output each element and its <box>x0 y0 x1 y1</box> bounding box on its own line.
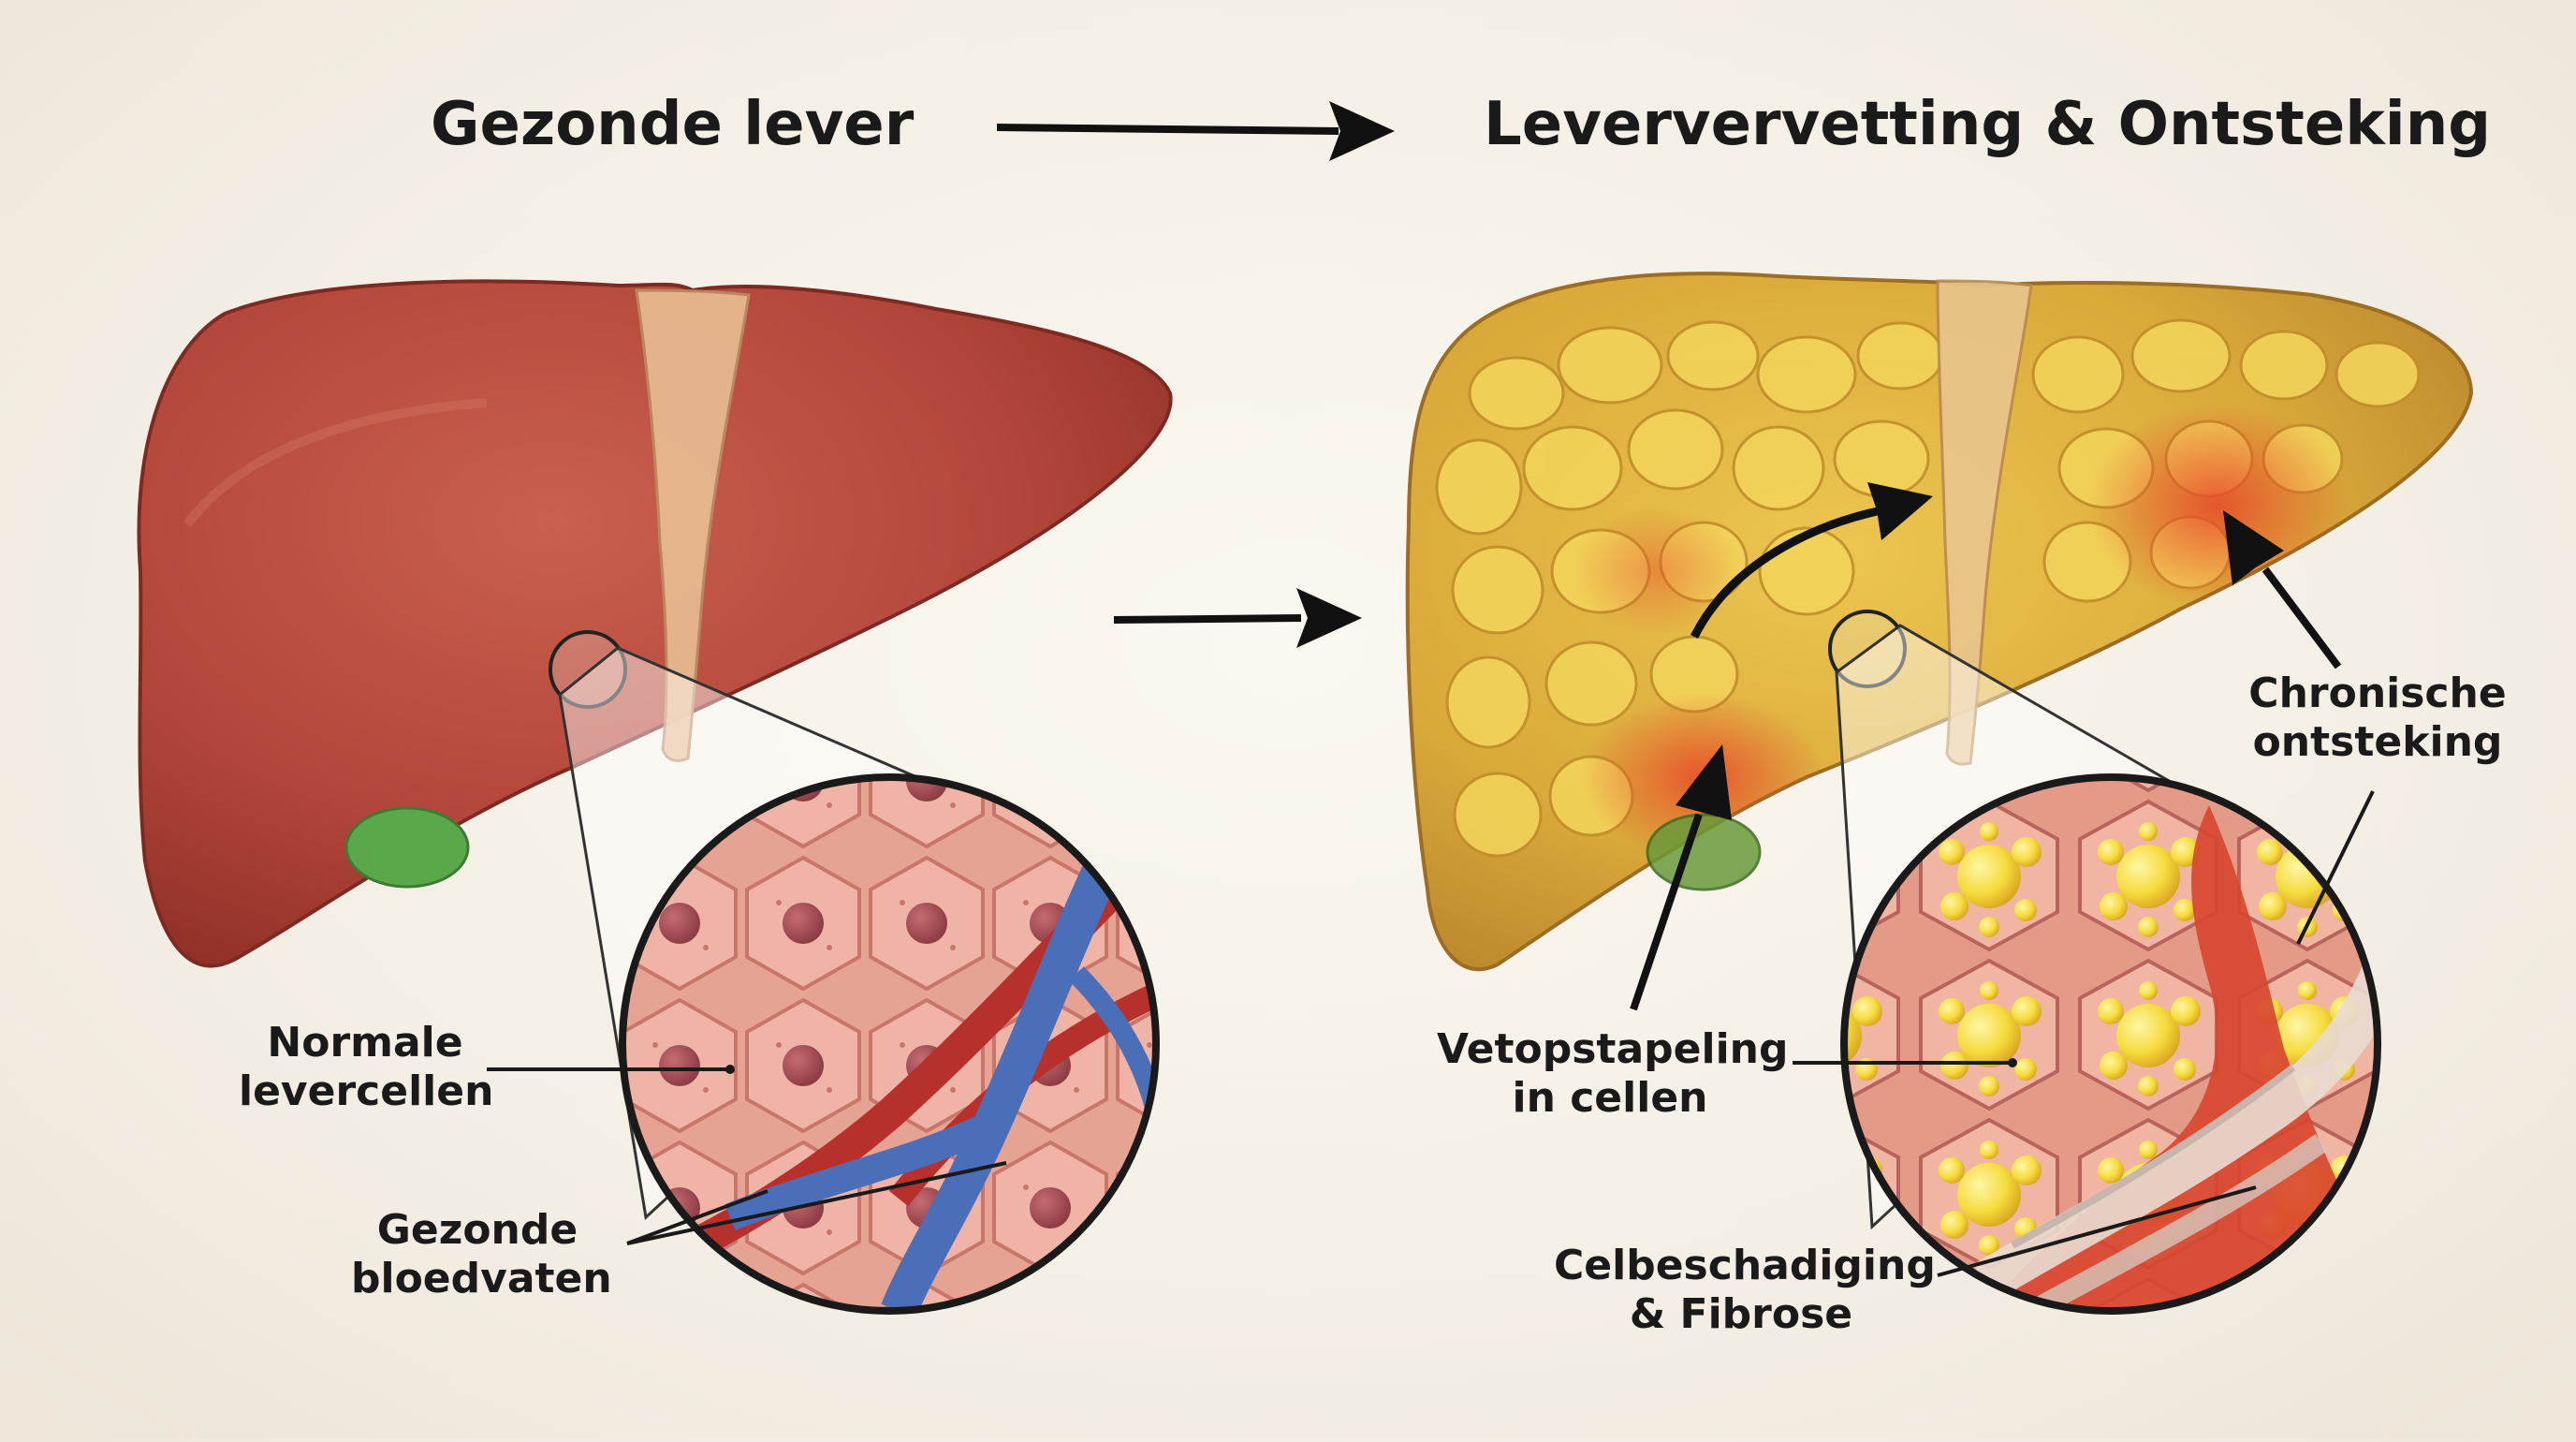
label-cell-damage: Celbeschadiging & Fibrose <box>1554 1242 1936 1339</box>
label-line: Chronische <box>2248 670 2507 717</box>
label-chronic-inflammation: Chronische ontsteking <box>2237 670 2518 767</box>
middle-arrow <box>1113 588 1362 648</box>
gallbladder-icon <box>1646 813 1762 891</box>
label-line: Normale <box>267 1019 463 1067</box>
label-normal-cells: Normale levercellen <box>239 1019 494 1116</box>
fatty-tissue-magnifier <box>1840 773 2381 1315</box>
leader-inflammation <box>2296 790 2375 945</box>
pointer-arrow-fat <box>1630 744 1732 1011</box>
title-fatty-liver: Leververvetting & Ontsteking <box>1484 90 2492 159</box>
title-healthy-liver: Gezonde lever <box>431 90 915 159</box>
label-line: in cellen <box>1512 1073 1708 1122</box>
top-arrow <box>996 101 1395 161</box>
label-line: & Fibrose <box>1629 1289 1853 1338</box>
label-fat-accumulation: Vetopstapeling in cellen <box>1437 1025 1789 1123</box>
label-line: bloedvaten <box>351 1254 612 1302</box>
label-line: Celbeschadiging <box>1554 1242 1936 1289</box>
label-line: levercellen <box>239 1067 494 1115</box>
label-line: Vetopstapeling <box>1437 1025 1789 1073</box>
curved-arrow <box>1690 482 1933 640</box>
pointer-arrow-inflammation <box>2223 510 2342 670</box>
label-line: ontsteking <box>2252 717 2503 766</box>
healthy-tissue-magnifier <box>619 773 1160 1315</box>
healthy-liver <box>137 279 1173 968</box>
gallbladder-icon <box>344 806 470 889</box>
label-line: Gezonde <box>376 1206 578 1254</box>
leader-vessels <box>626 1161 1007 1245</box>
leader-fibrosis <box>1937 1185 2257 1277</box>
label-healthy-vessels: Gezonde bloedvaten <box>351 1206 612 1303</box>
